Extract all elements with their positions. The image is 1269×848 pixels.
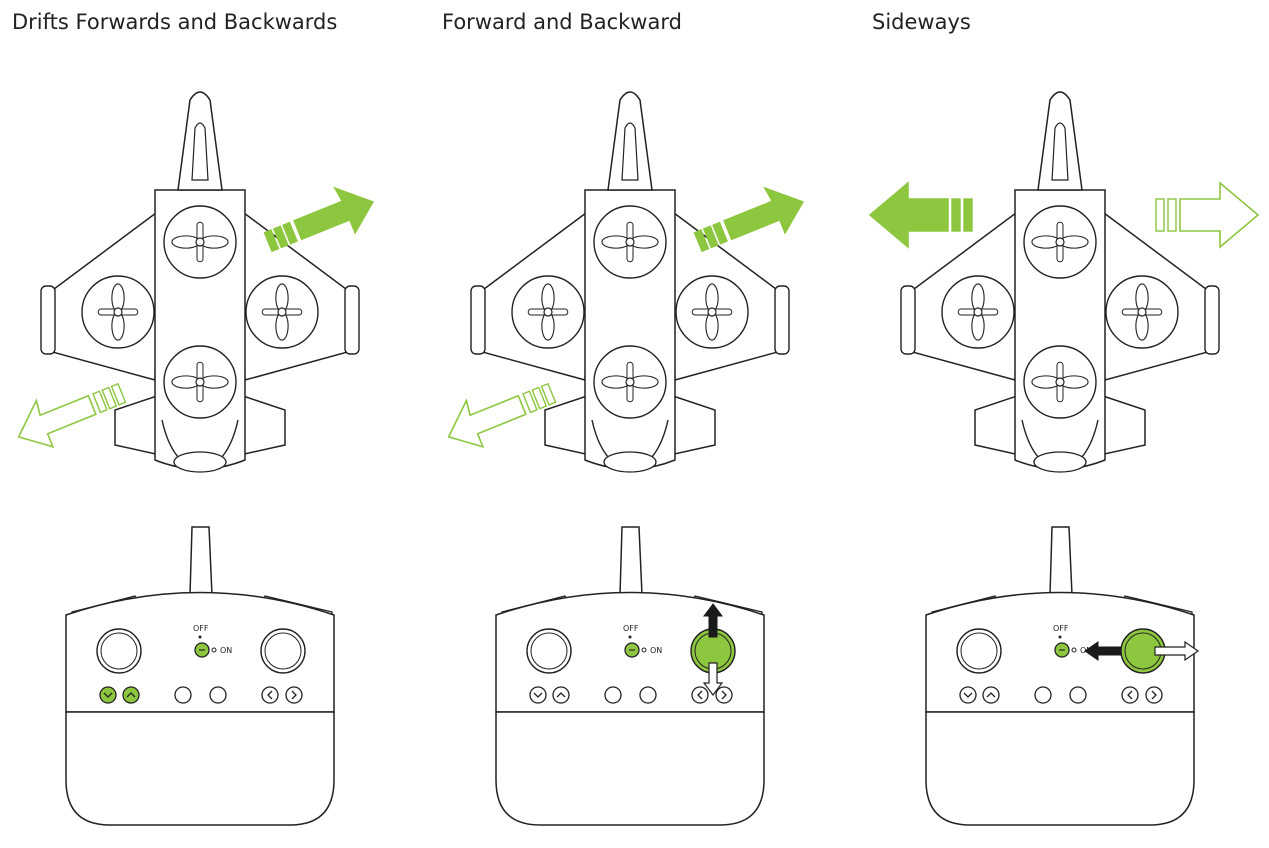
drift-arrow-forward [693, 186, 805, 253]
drone-illustration [470, 91, 790, 473]
controller-illustration: OFF ON [65, 526, 335, 826]
drone-illustration [40, 91, 360, 473]
drift-arrow-backward [17, 382, 127, 448]
panel-title: Forward and Backward [442, 10, 682, 34]
switch-on-label: ON [220, 646, 232, 655]
drone-illustration [900, 91, 1220, 473]
switch-off-label: OFF [1053, 624, 1069, 633]
move-arrow-left [868, 181, 973, 249]
switch-off-label: OFF [193, 624, 209, 633]
panel-forward-backward: Forward and Backward OFF ON [430, 0, 853, 848]
switch-on-label: ON [650, 646, 662, 655]
panel-illustration: OFF ON [17, 91, 375, 826]
drift-arrow-forward [263, 186, 375, 253]
switch-off-label: OFF [623, 624, 639, 633]
controller-illustration: OFF ON [495, 526, 765, 826]
panel-title: Drifts Forwards and Backwards [12, 10, 338, 34]
move-arrow-right [1155, 181, 1260, 249]
drift-arrow-backward [447, 382, 557, 448]
panel-title: Sideways [872, 10, 971, 34]
panel-illustration: OFF ON [447, 91, 805, 826]
panel-trim: Drifts Forwards and Backwards OFF ON [0, 0, 423, 848]
